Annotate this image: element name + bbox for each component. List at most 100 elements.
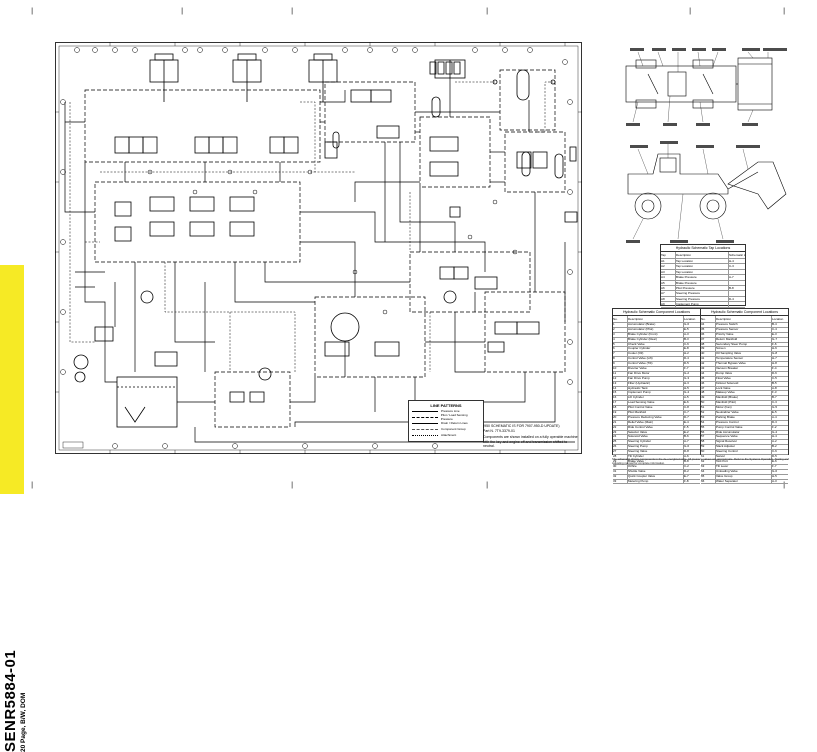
schematic-inner-frame [58,45,579,451]
table-cell: H-8 [772,362,777,366]
table-cell: 21 [613,420,628,425]
table-cell: F-8 [684,479,689,483]
table-cell: F-2 [772,425,777,429]
table-cell: Unloading Valve [716,469,772,474]
table-cell: 6 [613,347,628,352]
table-cell: 26 [613,445,628,450]
table-cell: E-5 [772,411,777,415]
legend-item: Component Group [412,426,480,432]
table-cell: D-5 [684,362,689,366]
table-cell: Dump Valve [716,371,772,376]
table-cell: Fan Drive Motor [628,371,684,376]
table-cell: Parking Brake [716,415,772,420]
document-title: SENR5884-01 [2,649,19,752]
table-cell: 66 [701,479,716,484]
table-cell: Pressure Switch [716,323,772,327]
table-cell: F-5 [684,425,689,429]
table-cell: Ride Accumulator [716,430,772,435]
table-cell: A-3 [772,479,777,483]
table-cell: Brake Cylinder (Front) [628,332,684,337]
legend-item: Attachment [412,432,480,438]
table-cell: C-6 [772,450,777,454]
component-table-right: Hydraulic Schematic Component Locations … [700,308,789,485]
table-cell: G-7 [772,337,778,341]
crop-mark: | [30,482,35,490]
callout-leaders [632,51,769,240]
table-cell: Tap Location [676,264,729,269]
crop-mark: | [782,8,787,16]
table-cell: 63 [701,464,716,469]
table-cell: Temperature Sensor [716,357,772,362]
table-cell: Ride Control Valve [628,425,684,430]
legend-item: Pressure Line [412,408,480,414]
table-cell: A3 [661,269,676,275]
table-cell: B-8 [684,459,689,463]
table-cell [729,270,745,274]
table-cell: 10 [613,367,628,371]
table-cell: G-4 [684,391,690,395]
legend-item: Drain / Return Lines [412,420,480,426]
crop-mark: | [290,8,295,16]
table-cell: 30 [613,464,628,469]
table-cell: E-2 [684,430,689,434]
table-cell: B-2 [772,445,777,449]
table-cell: Load Sensing Valve [628,401,684,406]
table-cell: Lift Cylinder [628,396,684,401]
table-cell: 52 [701,411,716,415]
table-cell: F-6 [772,342,777,346]
table-cell: 15 [613,391,628,396]
table-cell: Brake Pressure [676,275,729,280]
table-cell: 62 [701,459,716,464]
table-cell: Tilt Lever [716,464,772,469]
table-cell: Hydraulic Tank [628,386,684,391]
table-cell: B-7 [772,396,777,400]
table-title: Hydraulic Schematic Component Locations [701,309,788,316]
table-cell: 47 [701,386,716,391]
table-cell: 20 [613,415,628,420]
table-cell: Pilot Control Valve [628,406,684,411]
table-cell: H-4 [772,435,777,439]
table-cell: Control Valve (Tilt) [628,362,684,367]
table-cell: F-7 [772,464,777,468]
table-cell: Control Valve (Lift) [628,357,684,362]
table-cell: 1 [613,323,628,327]
table-cell: A7 [661,291,676,296]
table-cell: B-4 [772,323,777,326]
table-cell: Tilt Cylinder [628,455,684,459]
table-cell: Pressure Control [716,420,772,425]
table-cell: Valve Group [716,474,772,479]
table-cell: 8 [613,357,628,362]
table-cell: Steering Valve [628,450,684,455]
table-cell [729,302,745,306]
title-block: SENR5884-01 20 Page, B/W, DOM [2,650,27,752]
table-cell: 11 [613,371,628,376]
table-cell: G-6 [772,469,778,473]
table-cell: B-5 [772,381,777,385]
table-cell: Makeup Valve [716,391,772,396]
